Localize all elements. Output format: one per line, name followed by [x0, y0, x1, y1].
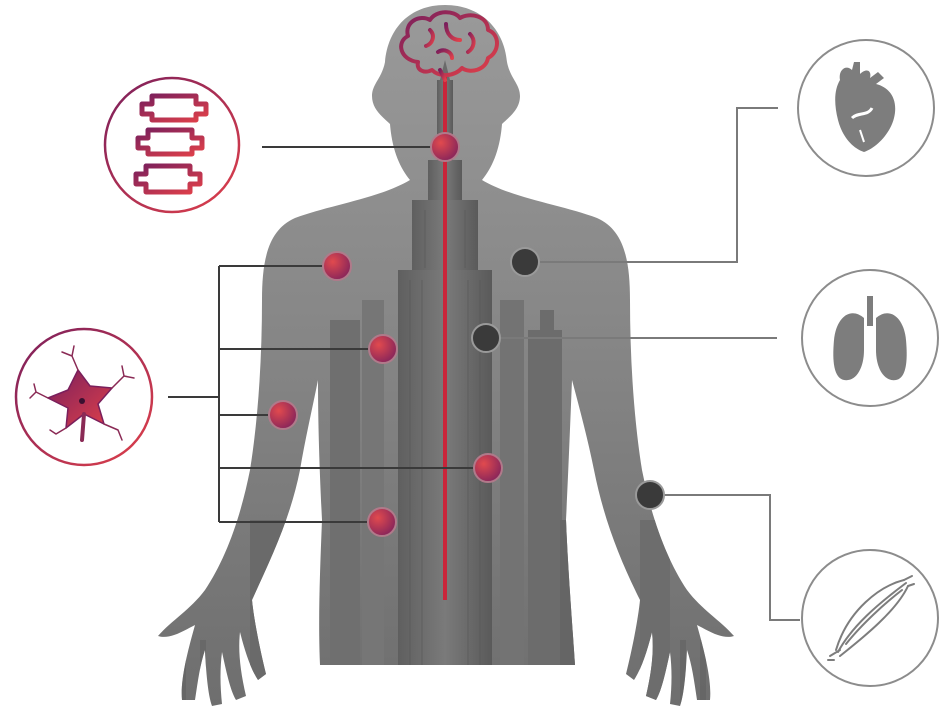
- muscle-icon-circle: [802, 550, 938, 686]
- heart-icon-circle: [798, 40, 934, 176]
- marker-heart: [511, 248, 539, 276]
- marker-neck: [431, 133, 459, 161]
- spine-icon-circle: [105, 78, 239, 212]
- marker-lungs: [472, 324, 500, 352]
- marker-shoulder-left: [323, 252, 351, 280]
- body-silhouette: [150, 0, 750, 710]
- lungs-icon-circle: [802, 270, 938, 406]
- marker-lower-abdomen: [368, 508, 396, 536]
- neuron-icon-circle: [16, 329, 152, 465]
- marker-abdomen: [474, 454, 502, 482]
- marker-arm-left: [269, 401, 297, 429]
- marker-chest-left: [369, 335, 397, 363]
- marker-muscle: [636, 481, 664, 509]
